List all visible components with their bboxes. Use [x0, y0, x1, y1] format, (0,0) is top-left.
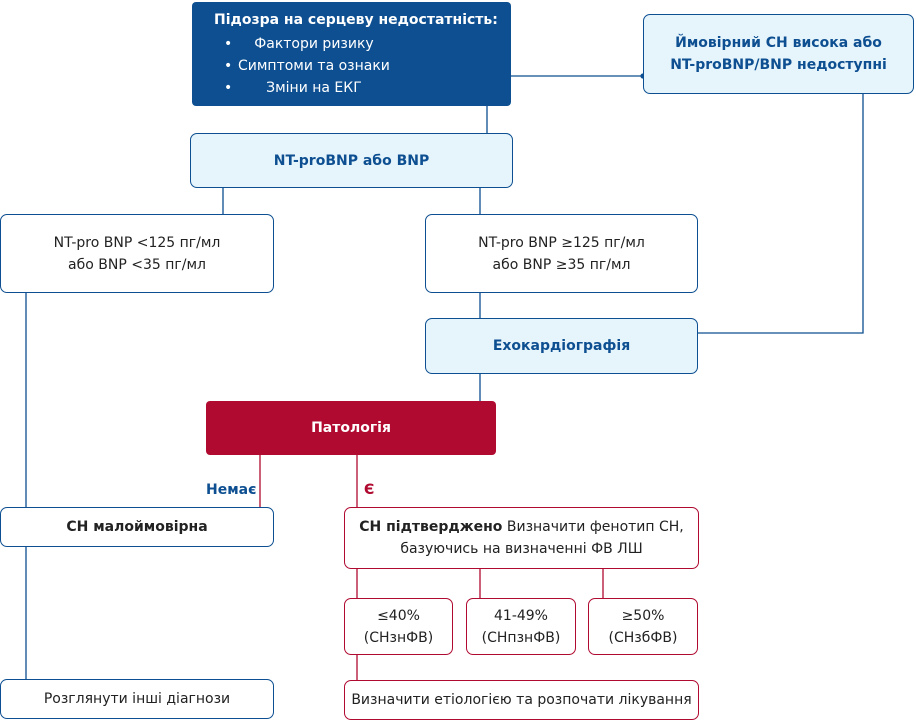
phenotype-name: (СНзбФВ) [608, 629, 678, 646]
phenotype-mid-box: 41-49% (СНпзнФВ) [466, 598, 576, 655]
list-item: Зміни на ЕКГ [224, 77, 390, 99]
bnp-test-label: NT-proBNP або BNP [273, 152, 430, 169]
echo-box: Ехокардіографія [425, 318, 698, 374]
confirmed-rest: Визначити фенотип СН, [502, 519, 684, 535]
high-bnp-box: NT-pro BNP ≥125 пг/мл або BNP ≥35 пг/мл [425, 214, 698, 293]
pathology-label: Патологія [311, 420, 391, 436]
echo-label: Ехокардіографія [492, 338, 631, 354]
phenotype-name: (СНпзнФВ) [481, 629, 561, 646]
phenotype-value: 41-49% [494, 607, 548, 624]
confirmed-box: СН підтверджено Визначити фенотип СН, ба… [344, 507, 699, 569]
phenotype-value: ≤40% [377, 607, 420, 624]
list-item: Фактори ризику [224, 33, 390, 55]
suspicion-box: Підозра на серцеву недостатність: Фактор… [192, 2, 511, 106]
label-no: Немає [206, 482, 257, 498]
low-bnp-box: NT-pro BNP <125 пг/мл або BNP <35 пг/мл [0, 214, 274, 293]
high-bnp-line1: NT-pro BNP ≥125 пг/мл [478, 234, 645, 251]
pathology-box: Патологія [206, 401, 496, 455]
label-yes: Є [364, 482, 375, 498]
high-probability-line2: NT-proBNP/BNP недоступні [670, 57, 887, 73]
etiology-label: Визначити етіологією та розпочати лікува… [351, 692, 692, 708]
phenotype-reduced-box: ≤40% (СНзнФВ) [344, 598, 453, 655]
other-diagnoses-box: Розглянути інші діагнози [0, 679, 274, 719]
phenotype-name: (СНзнФВ) [363, 629, 434, 646]
high-probability-line1: Ймовірний СН висока або [675, 35, 882, 51]
high-bnp-line2: або BNP ≥35 пг/мл [492, 256, 631, 273]
bnp-test-box: NT-proBNP або BNP [190, 133, 513, 188]
suspicion-list: Фактори ризику Симптоми та ознаки Зміни … [214, 33, 390, 99]
low-bnp-line2: або BNP <35 пг/мл [68, 256, 206, 273]
confirmed-line1: СН підтверджено Визначити фенотип СН, [359, 516, 684, 538]
list-item: Симптоми та ознаки [224, 55, 390, 77]
unlikely-label: СН малоймовірна [66, 519, 208, 535]
etiology-box: Визначити етіологією та розпочати лікува… [344, 680, 699, 720]
phenotype-value: ≥50% [621, 607, 665, 624]
confirmed-line2: базуючись на визначенні ФВ ЛШ [400, 541, 643, 557]
low-bnp-line1: NT-pro BNP <125 пг/мл [53, 234, 221, 251]
high-probability-box: Ймовірний СН висока або NT-proBNP/BNP не… [643, 14, 914, 94]
confirmed-bold: СН підтверджено [359, 519, 503, 535]
phenotype-preserved-box: ≥50% (СНзбФВ) [588, 598, 698, 655]
other-diagnoses-label: Розглянути інші діагнози [43, 691, 231, 707]
suspicion-title: Підозра на серцеву недостатність: [214, 12, 498, 28]
unlikely-box: СН малоймовірна [0, 507, 274, 547]
